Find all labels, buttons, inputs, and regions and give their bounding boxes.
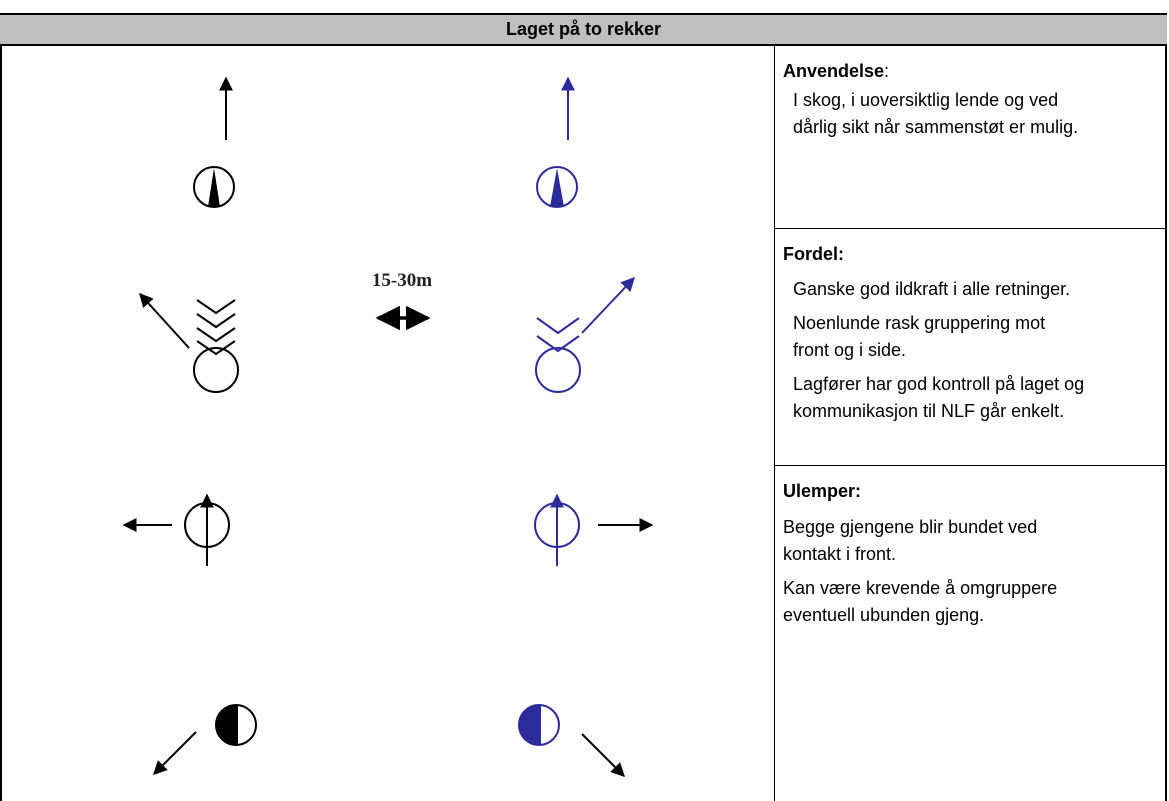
down-left-arrow-icon [153,731,197,775]
direction-wedge-icon [208,168,220,207]
chevron-icon [196,327,236,343]
fordel-item: Lagfører har god kontroll på laget og [793,374,1085,394]
up-left-arrow-icon [139,292,190,349]
ulemper-item: eventuell ubunden gjeng. [783,605,985,625]
chevron-icon [536,335,580,353]
leader-circle-icon [193,347,239,393]
section-divider-1 [774,228,1167,229]
distance-indicator: 15-30m [372,270,432,331]
fordel-title: Fordel: [783,244,844,264]
anvendelse-title: Anvendelse [783,61,885,81]
ulemper-item: kontakt i front. [783,544,897,564]
ulemper-title: Ulemper: [783,481,862,501]
direction-wedge-icon [550,168,564,207]
anvendelse-line: I skog, i uoversiktlig lende og ved [793,90,1059,110]
section-anvendelse: Anvendelse: I skog, i uoversiktlig lende… [783,58,1163,141]
header-title: Laget på to rekker [0,13,1167,46]
down-right-arrow-icon [581,733,625,777]
left-leader [139,292,239,393]
chevron-icon [196,299,236,315]
half-fill-icon [519,705,539,745]
chevron-icon [196,340,236,356]
left-border [0,13,2,801]
left-soldier-4 [153,704,257,775]
right-leader [535,276,635,393]
fordel-item: Noenlunde rask gruppering mot [793,313,1046,333]
right-soldier-3 [534,493,580,566]
left-soldier-3 [122,493,230,566]
left-soldier-1 [193,76,235,208]
right-soldier-1 [536,76,578,208]
fordel-item: kommunikasjon til NLF går enkelt. [793,401,1065,421]
up-right-arrow-icon [581,276,635,334]
distance-label: 15-30m [372,270,432,291]
right-soldier-4 [518,704,560,746]
half-fill-icon [216,705,236,745]
chevron-icon [196,313,236,329]
section-fordel: Fordel: Ganske god ildkraft i alle retni… [783,241,1163,425]
ulemper-item: Begge gjengene blir bundet ved [783,517,1038,537]
column-divider [774,46,775,801]
anvendelse-line: dårlig sikt når sammenstøt er mulig. [793,117,1079,137]
leader-circle-icon [535,347,581,393]
chevron-icon [536,317,580,335]
anvendelse-colon: : [884,61,890,81]
section-divider-2 [774,465,1167,466]
formation-diagram: 15-30m [122,76,654,777]
right-border [1165,13,1167,801]
ulemper-item: Kan være krevende å omgruppere [783,578,1058,598]
fordel-item: Ganske god ildkraft i alle retninger. [793,279,1071,299]
fordel-item: front og i side. [793,340,907,360]
section-ulemper: Ulemper: Begge gjengene blir bundet ved … [783,478,1163,629]
